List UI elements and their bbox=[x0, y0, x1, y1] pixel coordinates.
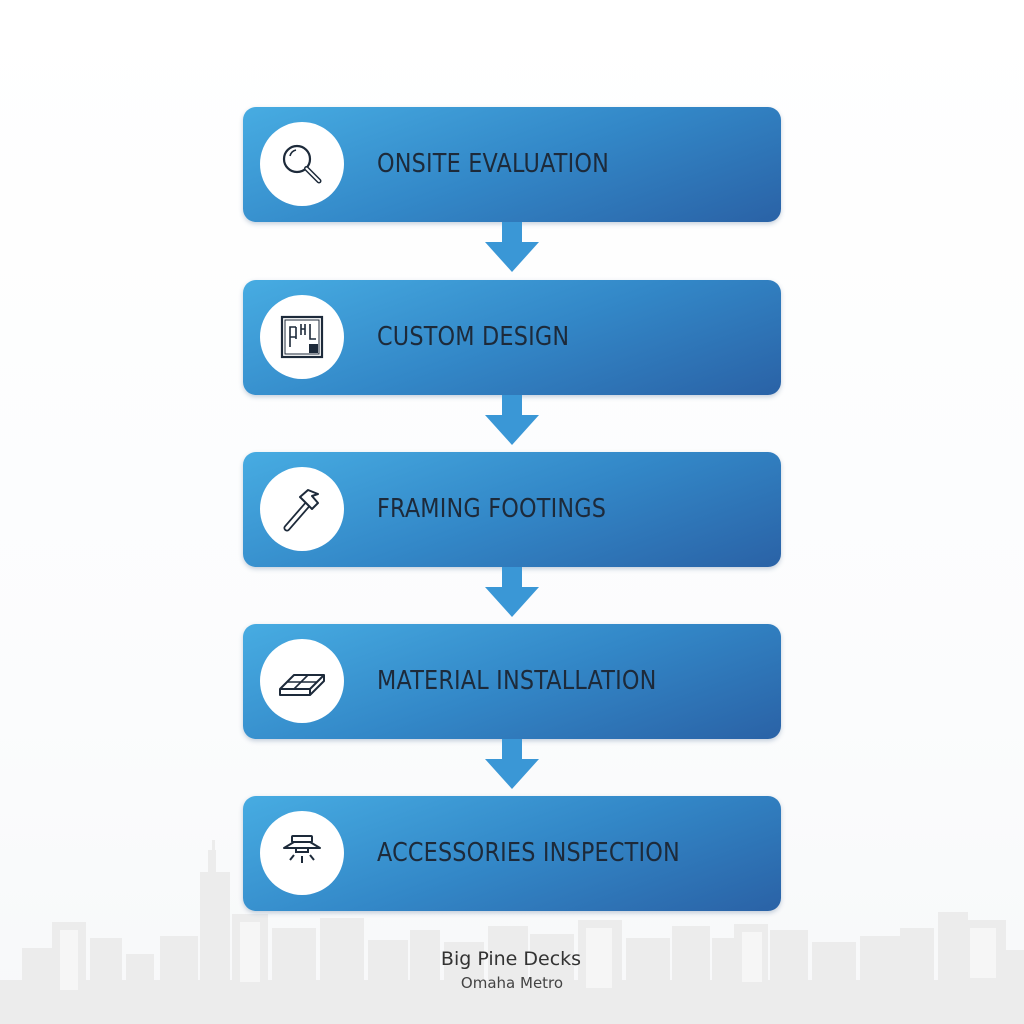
step-framing-footings: FRAMING FOOTINGS bbox=[243, 452, 781, 567]
step-icon-badge bbox=[260, 122, 344, 206]
blueprint-icon bbox=[280, 315, 324, 359]
deck-boards-icon bbox=[279, 674, 325, 696]
hammer-icon bbox=[283, 489, 319, 532]
down-arrow-icon bbox=[485, 395, 539, 445]
step-material-installation: MATERIAL INSTALLATION bbox=[243, 624, 781, 739]
step-label: ONSITE EVALUATION bbox=[377, 149, 610, 179]
step-label: CUSTOM DESIGN bbox=[377, 322, 570, 352]
step-onsite-evaluation: ONSITE EVALUATION bbox=[243, 107, 781, 222]
step-icon-badge bbox=[260, 811, 344, 895]
service-region: Omaha Metro bbox=[460, 974, 564, 992]
company-name: Big Pine Decks bbox=[440, 948, 582, 970]
step-icon-badge bbox=[260, 467, 344, 551]
step-icon-badge bbox=[260, 639, 344, 723]
step-custom-design: CUSTOM DESIGN bbox=[243, 280, 781, 395]
down-arrow-icon bbox=[485, 222, 539, 272]
step-icon-badge bbox=[260, 295, 344, 379]
magnifying-glass-icon bbox=[282, 144, 322, 184]
city-skyline-background bbox=[0, 840, 1024, 1024]
step-accessories-inspection: ACCESSORIES INSPECTION bbox=[243, 796, 781, 911]
step-label: FRAMING FOOTINGS bbox=[377, 494, 607, 524]
down-arrow-icon bbox=[485, 739, 539, 789]
step-label: MATERIAL INSTALLATION bbox=[377, 666, 657, 696]
step-label: ACCESSORIES INSPECTION bbox=[377, 838, 680, 868]
down-arrow-icon bbox=[485, 567, 539, 617]
deck-light-icon bbox=[283, 835, 321, 863]
